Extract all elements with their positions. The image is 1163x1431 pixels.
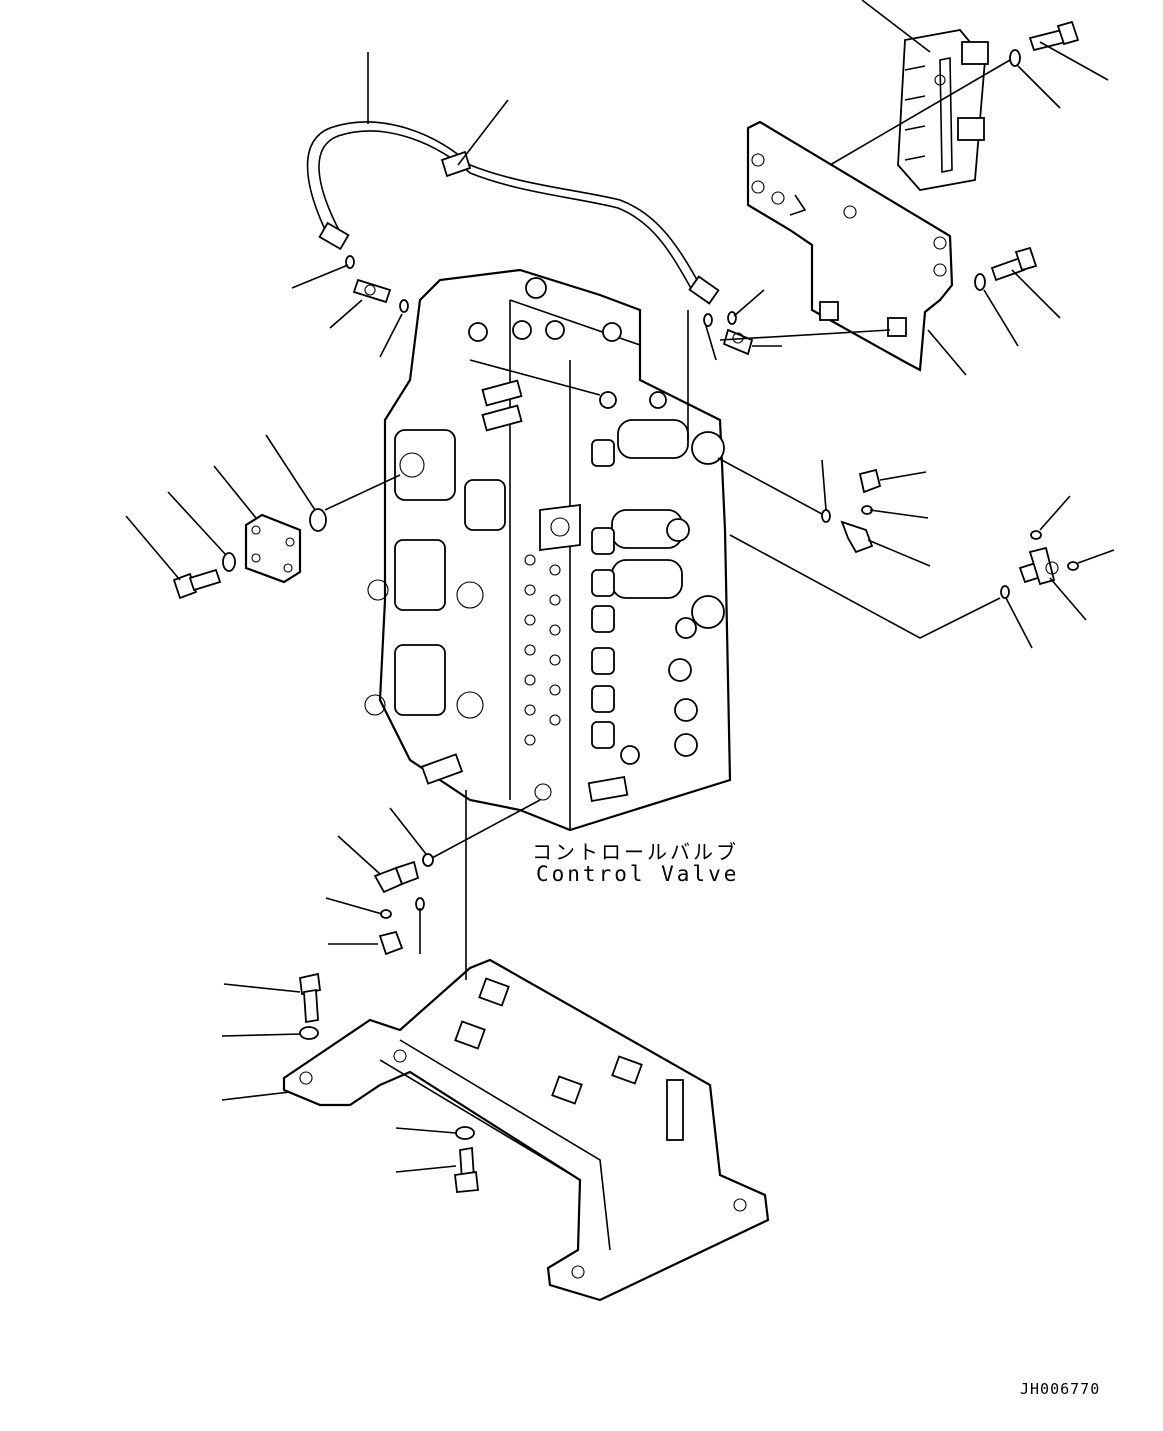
bolt (172, 568, 222, 600)
o-ring (422, 853, 434, 867)
o-ring (1000, 585, 1010, 599)
elbow-fitting (352, 278, 392, 304)
o-ring (727, 311, 737, 325)
valve-bracket (282, 958, 770, 1302)
o-ring (380, 909, 392, 919)
washer (1009, 49, 1021, 67)
plug (858, 468, 882, 494)
o-ring (1067, 561, 1079, 571)
washer (299, 1026, 319, 1040)
o-ring (399, 299, 409, 313)
control-valve-label-en: Control Valve (536, 862, 740, 886)
bolt (990, 246, 1038, 282)
o-ring (309, 508, 327, 532)
wiring-bracket (897, 29, 989, 191)
leader-lines (125, 0, 1115, 1173)
tee-fitting (1018, 546, 1059, 586)
elbow-fitting (722, 328, 754, 356)
control-valve (364, 268, 732, 832)
nut (378, 930, 404, 956)
elbow-fitting (840, 520, 874, 554)
washer (222, 552, 236, 572)
o-ring (345, 255, 355, 269)
bolt (1028, 20, 1080, 52)
o-ring (1030, 530, 1042, 540)
bolt (299, 972, 321, 1024)
bolt (454, 1146, 479, 1193)
elbow-fitting (373, 860, 420, 894)
o-ring (703, 313, 713, 327)
control-valve-label-jp: コントロールバルブ (532, 840, 739, 864)
mounting-plate (746, 120, 954, 372)
cover-plate (244, 513, 302, 584)
washer (974, 273, 986, 291)
washer (455, 1126, 475, 1140)
o-ring (821, 509, 831, 523)
drawing-code: JH006770 (1020, 1380, 1101, 1398)
